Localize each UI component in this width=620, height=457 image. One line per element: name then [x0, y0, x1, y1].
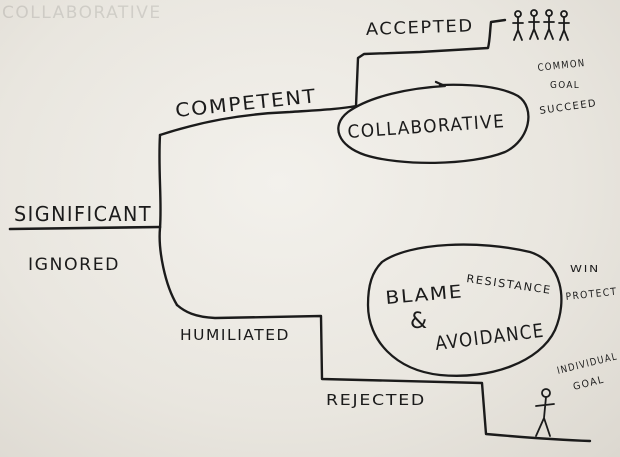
note-goal: GOAL	[550, 80, 580, 91]
label-humiliated: HUMILIATED	[180, 326, 290, 344]
collaborative-label: COLLABORATIVE	[347, 111, 506, 143]
group-of-people-icon	[512, 9, 570, 41]
label-rejected: REJECTED	[326, 391, 426, 409]
branch-connector	[158, 133, 179, 307]
label-significant: SIGNIFICANT	[14, 202, 152, 226]
label-accepted: ACCEPTED	[365, 16, 474, 40]
resistance-label: RESISTANCE	[466, 272, 553, 297]
single-person-icon	[535, 388, 555, 437]
avoidance-label: AVOIDANCE	[434, 320, 546, 355]
upper-path-line	[158, 18, 507, 137]
note-win: WIN	[570, 264, 600, 275]
faded-top-text: COLLABORATIVE	[2, 3, 162, 23]
note-protect: PROTECT	[565, 287, 618, 303]
note-succeed: SUCCEED	[539, 98, 598, 117]
lower-path-line	[175, 303, 592, 443]
blame-oval	[366, 243, 563, 377]
blame-amp: &	[410, 309, 429, 334]
blame-label: BLAME	[385, 281, 465, 309]
stem-line	[8, 225, 162, 231]
collaborative-oval	[337, 80, 530, 165]
note-individual: INDIVIDUAL	[556, 351, 619, 377]
note-goal-bottom: GOAL	[572, 374, 606, 392]
note-common: COMMON	[537, 58, 586, 74]
label-ignored: IGNORED	[28, 255, 120, 275]
